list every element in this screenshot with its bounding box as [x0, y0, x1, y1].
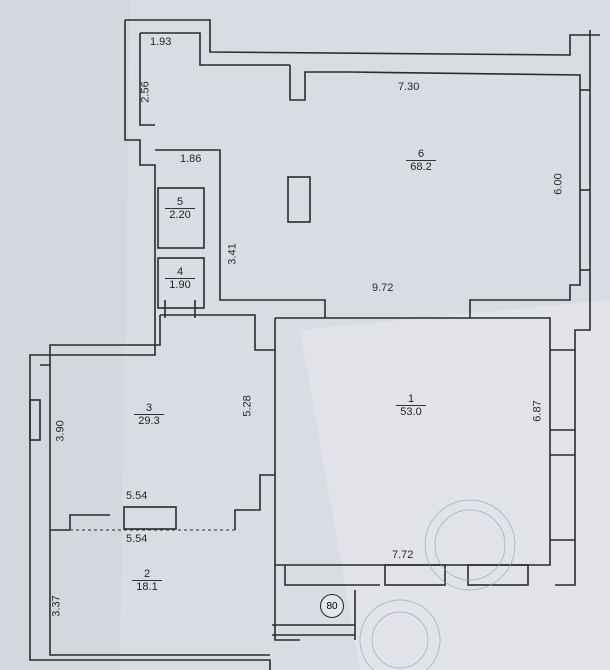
- room-label-2: 2 18.1: [122, 568, 172, 593]
- dim-1-93: 1.93: [150, 36, 172, 48]
- dim-3-90: 3.90: [54, 420, 67, 442]
- dim-6-00: 6.00: [552, 173, 565, 195]
- room-2-outline: [49, 530, 270, 656]
- room-number: 4: [176, 266, 184, 278]
- dim-1-86: 1.86: [180, 153, 202, 165]
- light-patch: [300, 300, 610, 670]
- window-bottom: [384, 564, 446, 586]
- room-label-5: 5 2.20: [155, 196, 205, 221]
- dim-5-54-bottom: 5.54: [126, 533, 148, 545]
- outer-wall-right: [555, 30, 591, 586]
- room-6-outline: [289, 65, 581, 318]
- entrance-number: 80: [320, 594, 344, 618]
- room-3-bottom-right: [234, 474, 275, 530]
- walls: [29, 19, 600, 670]
- stamp-watermark: [359, 499, 516, 670]
- partition: [123, 506, 177, 530]
- room-label-4: 4 1.90: [155, 266, 205, 291]
- window-bottom: [467, 564, 529, 586]
- room-3-bottom: [69, 514, 110, 530]
- outer-wall-top: [125, 19, 600, 56]
- room-label-6: 6 68.2: [396, 148, 446, 173]
- dim-7-30: 7.30: [398, 81, 420, 93]
- outer-wall-left: [29, 20, 271, 670]
- room-label-1: 1 53.0: [386, 393, 436, 418]
- room-4-outline: [157, 257, 205, 309]
- room-area: 1.90: [165, 278, 195, 291]
- dim-2-56: 2.56: [139, 81, 152, 103]
- room-3-left-top: [40, 315, 161, 366]
- room-number: 5: [176, 196, 184, 208]
- room-area: 2.20: [165, 208, 195, 221]
- inner-wall-top: [140, 32, 290, 66]
- openings: [70, 317, 468, 531]
- dim-9-72: 9.72: [372, 282, 394, 294]
- dim-5-28: 5.28: [241, 395, 254, 417]
- dim-7-72: 7.72: [392, 549, 414, 561]
- room-area: 53.0: [396, 405, 426, 418]
- room-area: 29.3: [134, 414, 164, 427]
- room-number: 3: [145, 402, 153, 414]
- room-area: 68.2: [406, 160, 436, 173]
- wall-room-6-left: [155, 149, 326, 318]
- room-area: 18.1: [132, 580, 162, 593]
- room-number: 2: [143, 568, 151, 580]
- dim-3-37: 3.37: [50, 595, 63, 617]
- dim-5-54-top: 5.54: [126, 490, 148, 502]
- dim-3-41: 3.41: [226, 243, 239, 265]
- room-label-3: 3 29.3: [124, 402, 174, 427]
- room-5-outline: [157, 187, 205, 249]
- room-number: 6: [417, 148, 425, 160]
- entrance-steps: [284, 565, 380, 586]
- room-number: 1: [407, 393, 415, 405]
- window-left: [29, 399, 41, 441]
- dim-6-87: 6.87: [531, 400, 544, 422]
- inner-wall-corner: [139, 33, 155, 126]
- room-1-lower: [274, 565, 300, 641]
- column: [287, 176, 311, 223]
- shadow-patch: [0, 0, 130, 670]
- room-3-top: [160, 314, 275, 351]
